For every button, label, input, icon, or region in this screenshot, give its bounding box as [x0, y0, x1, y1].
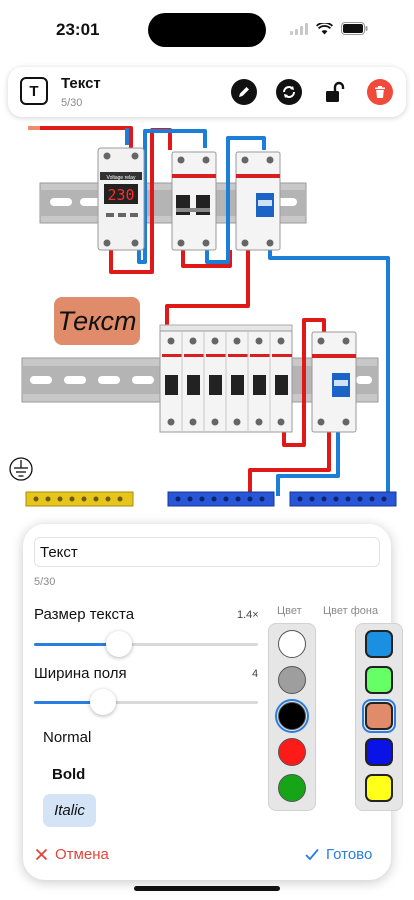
delete-button[interactable] — [367, 79, 393, 105]
bg-swatch-salmon — [365, 702, 393, 730]
diagram-text-label[interactable]: Текст — [54, 297, 140, 345]
color-swatch-red[interactable] — [278, 738, 306, 766]
text-size-value: 1.4× — [237, 609, 259, 621]
bg-swatch-yellow[interactable] — [365, 774, 393, 802]
color-swatch-green[interactable] — [278, 774, 306, 802]
rotate-icon — [283, 86, 295, 98]
neutral-terminal-bus-left[interactable] — [167, 491, 275, 507]
text-size-slider-fill — [34, 643, 120, 646]
element-count: 5/30 — [61, 97, 83, 109]
rcd-upper[interactable] — [235, 151, 281, 251]
color-swatch-gray[interactable] — [278, 666, 306, 694]
text-tool-glyph: T — [29, 82, 39, 100]
field-width-slider-thumb[interactable] — [90, 689, 117, 715]
cancel-label: Отмена — [55, 846, 109, 863]
field-width-value: 4 — [252, 668, 259, 680]
home-indicator — [134, 886, 280, 891]
color-swatch-white[interactable] — [278, 630, 306, 658]
field-width-label: Ширина поля — [34, 665, 127, 682]
status-icons — [290, 22, 368, 35]
text-edit-sheet: Текст 5/30 Размер текста 1.4× Ширина пол… — [23, 524, 403, 880]
trash-icon — [375, 86, 385, 98]
wire-red — [28, 126, 331, 496]
color-swatch-black-selected[interactable] — [275, 699, 309, 733]
field-width-slider-fill — [34, 701, 104, 704]
edit-button[interactable] — [231, 79, 257, 105]
lock-button[interactable] — [321, 79, 347, 105]
text-input[interactable]: Текст — [34, 537, 380, 567]
signal-icon — [290, 22, 308, 35]
element-title: Текст — [61, 75, 101, 92]
bg-swatch-blue[interactable] — [365, 630, 393, 658]
done-label: Готово — [326, 846, 373, 863]
relay-display: 230 — [107, 186, 134, 204]
text-size-label: Размер текста — [34, 606, 135, 623]
bg-color-header: Цвет фона — [323, 605, 379, 617]
status-time: 23:01 — [56, 20, 100, 39]
style-bold-button[interactable]: Bold — [52, 766, 86, 783]
wifi-icon — [316, 22, 333, 34]
bg-swatch-dark-blue[interactable] — [365, 738, 393, 766]
wire-blue — [125, 128, 390, 496]
bg-color-palette — [355, 623, 403, 811]
text-char-count: 5/30 — [34, 576, 56, 588]
neutral-terminal-bus-right[interactable] — [289, 491, 397, 507]
relay-label: Voltage relay — [107, 175, 136, 181]
rotate-button[interactable] — [276, 79, 302, 105]
rcd-lower[interactable] — [311, 331, 357, 433]
style-normal-button[interactable]: Normal — [43, 729, 92, 746]
text-color-palette — [268, 623, 316, 811]
close-icon — [35, 848, 48, 861]
breaker-group-lower[interactable] — [159, 324, 293, 433]
dynamic-island — [148, 13, 266, 47]
checkmark-icon — [305, 848, 319, 861]
text-size-slider-thumb[interactable] — [106, 631, 133, 657]
color-swatch-black — [278, 702, 306, 730]
cancel-button[interactable]: Отмена — [35, 846, 109, 863]
ground-symbol — [9, 457, 33, 481]
breaker-upper-2p[interactable] — [171, 151, 217, 251]
field-width-slider[interactable] — [34, 701, 258, 704]
text-tool-icon: T — [20, 77, 48, 105]
done-button[interactable]: Готово — [305, 846, 372, 863]
bg-swatch-salmon-selected[interactable] — [362, 699, 396, 733]
top-toolbar: T Текст 5/30 — [8, 67, 406, 117]
pencil-icon — [239, 87, 249, 97]
voltage-relay[interactable]: Voltage relay 230 — [97, 147, 145, 251]
style-italic-button[interactable]: Italic — [43, 794, 96, 827]
text-size-slider[interactable] — [34, 643, 258, 646]
wiring-diagram[interactable]: Voltage relay 230 — [0, 118, 414, 518]
text-color-header: Цвет — [277, 605, 302, 617]
ground-terminal-bus[interactable] — [25, 491, 134, 507]
battery-icon — [341, 22, 368, 35]
unlock-icon — [326, 81, 345, 102]
bg-swatch-light-green[interactable] — [365, 666, 393, 694]
